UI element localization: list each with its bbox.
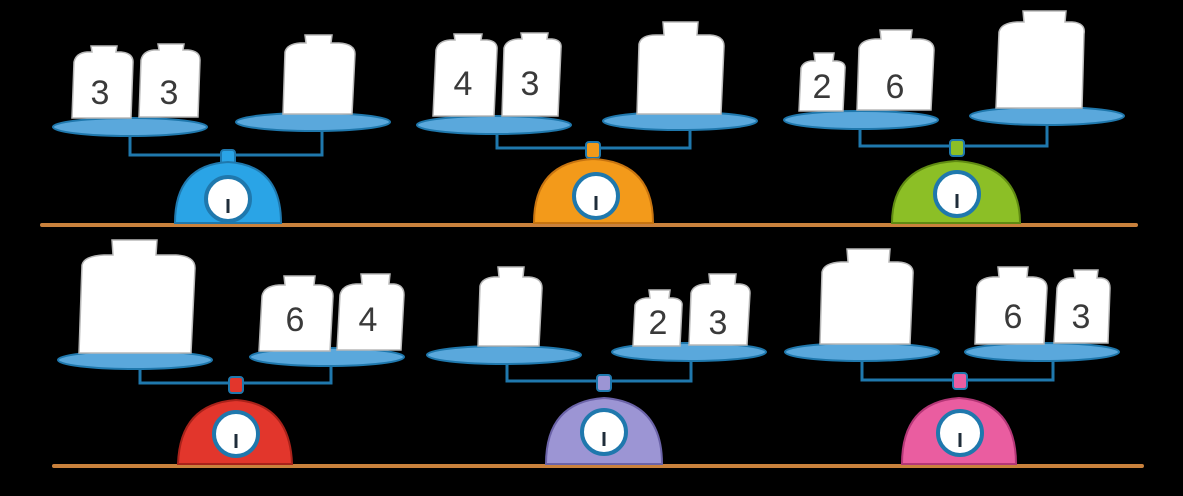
weight (636, 21, 725, 115)
weight: 6 (856, 29, 935, 111)
shelf-top (40, 223, 1138, 227)
weight: 3 (138, 43, 201, 118)
weight (819, 248, 914, 345)
right-pan (964, 342, 1120, 362)
weight: 4 (336, 273, 405, 351)
scale-3: 2 6 (783, 10, 1125, 224)
weight: 2 (632, 289, 683, 347)
weight: 2 (798, 52, 846, 112)
right-pan (969, 106, 1125, 126)
left-pan (52, 117, 208, 137)
weight-label: 3 (1072, 298, 1091, 336)
scale-1: 3 3 (52, 34, 391, 224)
weight: 6 (258, 275, 334, 352)
left-pan (784, 342, 940, 362)
shelf-bottom (52, 464, 1144, 468)
weight: 3 (71, 45, 134, 119)
weight (477, 266, 543, 347)
weight-label: 3 (91, 74, 110, 112)
weight-label: 3 (709, 304, 728, 342)
scale-5: 2 3 (426, 266, 767, 465)
left-pan (783, 110, 939, 130)
scale-6: 6 3 (784, 248, 1120, 465)
left-pan (426, 345, 582, 365)
weight-label: 2 (649, 304, 668, 342)
weight-label: 6 (286, 301, 305, 339)
weight: 3 (1053, 269, 1111, 344)
left-pan (416, 115, 572, 135)
weight: 6 (974, 266, 1048, 345)
weight-label: 3 (521, 65, 540, 103)
weight (282, 34, 356, 115)
weight-label: 6 (886, 68, 905, 106)
weight: 3 (688, 273, 751, 346)
weight-label: 3 (160, 74, 179, 112)
right-pan (235, 112, 391, 132)
weight-label: 6 (1004, 298, 1023, 336)
weight (995, 10, 1085, 109)
weight: 4 (432, 33, 498, 117)
scale-4: 6 4 (57, 239, 405, 465)
weight (78, 239, 196, 354)
weight-label: 4 (359, 301, 378, 339)
weight-label: 4 (454, 65, 473, 103)
weight: 3 (501, 32, 562, 117)
weight-label: 2 (813, 68, 832, 106)
scale-2: 4 3 (416, 21, 758, 224)
